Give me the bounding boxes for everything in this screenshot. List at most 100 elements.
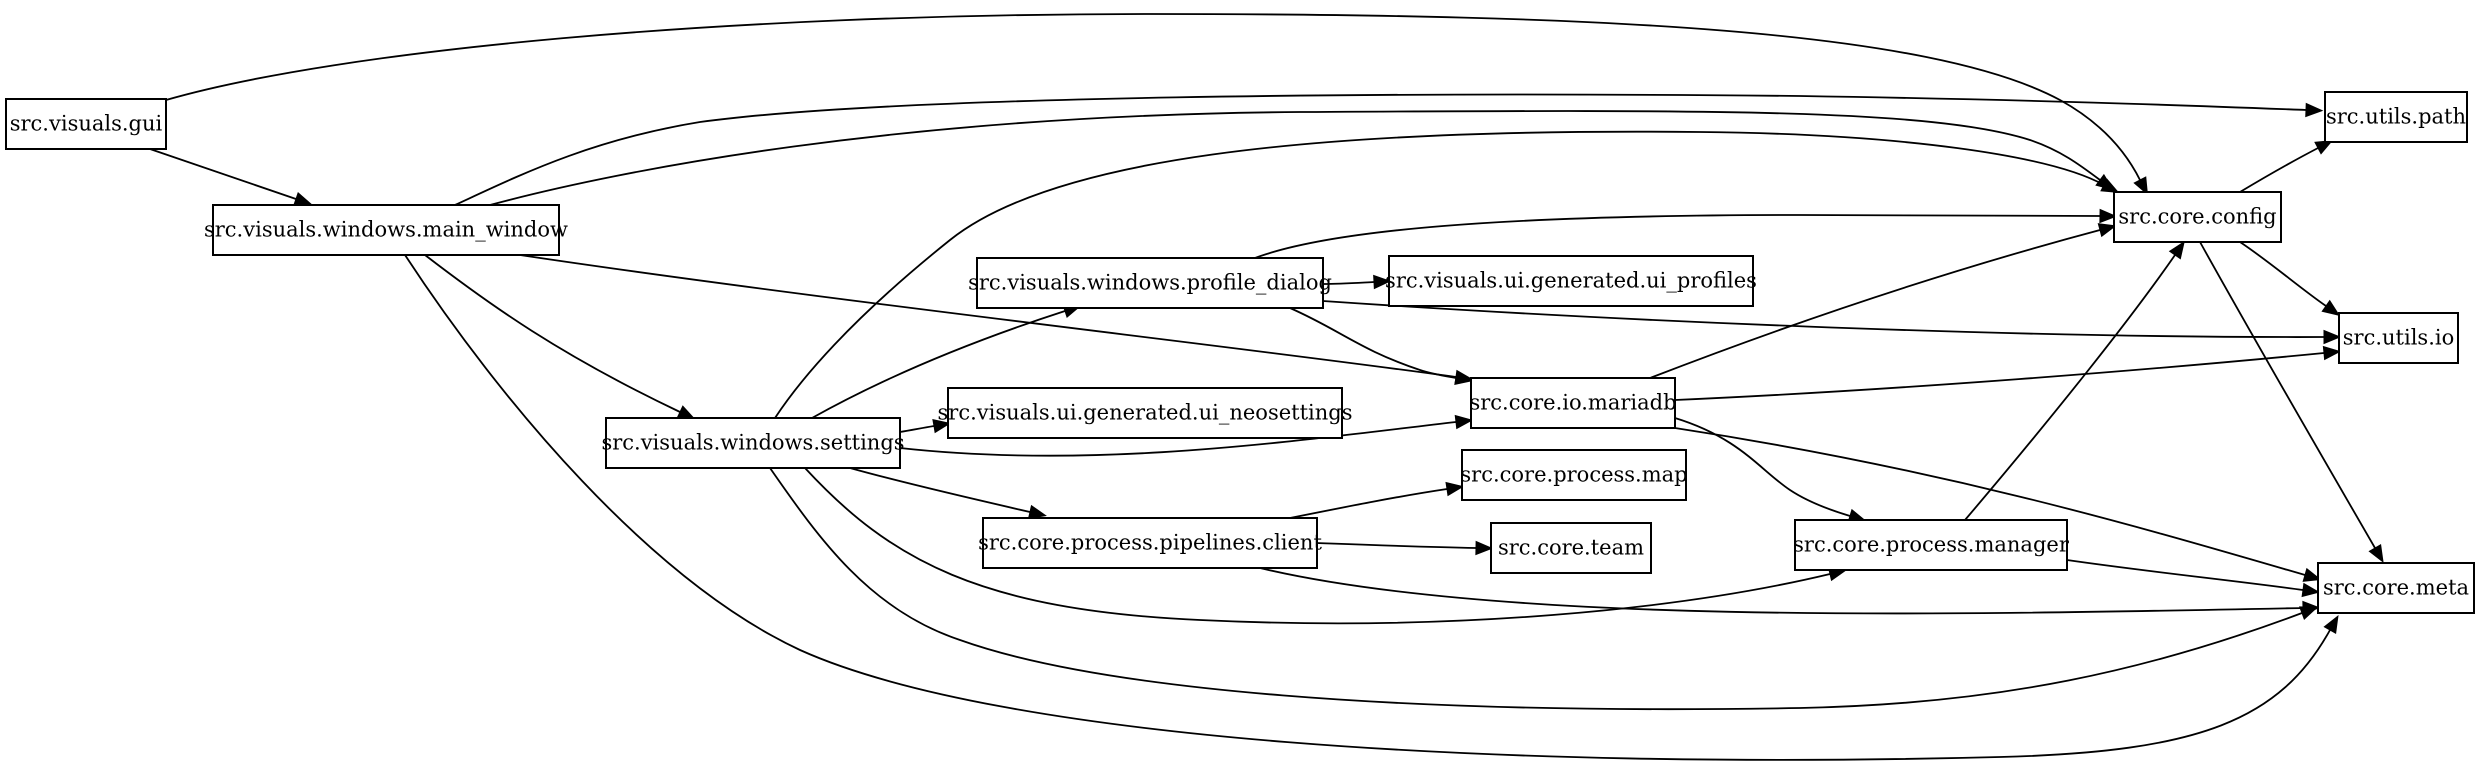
node-gui: src.visuals.gui — [5, 98, 167, 150]
edge-line — [165, 13, 2141, 181]
arrowhead-icon — [1445, 481, 1465, 497]
node-mariadb: src.core.io.mariadb — [1469, 377, 1677, 429]
edge-main_window-to-meta — [404, 254, 2339, 761]
node-label: src.core.io.mariadb — [1469, 391, 1676, 415]
arrowhead-icon — [2305, 102, 2324, 118]
edge-gui-to-config — [165, 13, 2149, 196]
arrowhead-icon — [2302, 567, 2322, 582]
node-box — [1470, 377, 1676, 429]
edge-main_window-to-utils_path — [454, 93, 2324, 206]
arrowhead-icon — [2321, 299, 2341, 316]
node-pipelines-client: src.core.process.pipelines.client — [978, 517, 1322, 569]
node-label: src.visuals.ui.generated.ui_profiles — [1385, 269, 1757, 293]
edge-profile_dialog-to-mariadb — [1289, 307, 1474, 386]
edge-line — [849, 467, 1031, 513]
node-team: src.core.team — [1490, 522, 1652, 574]
edge-line — [404, 254, 2331, 761]
arrowhead-icon — [2099, 208, 2118, 224]
edge-pipelines_client-to-team — [1316, 540, 1494, 556]
edge-line — [1289, 307, 1457, 379]
node-box — [947, 387, 1343, 439]
edge-gui-to-main_window — [149, 148, 313, 206]
arrowhead-icon — [2322, 345, 2342, 361]
edge-line — [1322, 300, 2325, 338]
edge-line — [1674, 417, 1851, 517]
edge-mariadb-to-config — [1649, 223, 2117, 379]
arrowhead-icon — [2323, 614, 2339, 635]
edge-settings-to-process_manager — [804, 467, 1847, 625]
node-box — [1490, 522, 1652, 574]
edge-settings-to-mariadb — [899, 414, 1474, 457]
edge-line — [2239, 147, 2319, 193]
node-meta: src.core.meta — [2317, 562, 2475, 614]
edge-line — [1649, 229, 2101, 379]
edge-process_manager-to-config — [1964, 240, 2185, 521]
arrowhead-icon — [1454, 414, 1474, 430]
edge-settings-to-pipelines_client — [849, 467, 1047, 519]
edge-main_window-to-config — [489, 110, 2114, 206]
node-box — [212, 204, 560, 256]
node-label: src.core.meta — [2323, 576, 2469, 600]
arrowhead-icon — [2168, 240, 2185, 260]
node-box — [605, 417, 901, 469]
node-label: src.visuals.windows.profile_dialog — [968, 271, 1332, 295]
node-process-manager: src.core.process.manager — [1793, 519, 2070, 571]
node-label: src.core.config — [2118, 205, 2276, 229]
edge-line — [774, 130, 2105, 419]
edges-layer — [149, 13, 2384, 761]
edge-line — [1674, 427, 2306, 576]
node-box — [1461, 449, 1687, 501]
node-box — [2324, 91, 2468, 143]
edge-settings-to-meta — [769, 467, 2319, 711]
edge-line — [1289, 488, 1448, 519]
node-box — [2317, 562, 2475, 614]
arrowhead-icon — [2368, 543, 2384, 564]
node-box — [982, 517, 1318, 569]
node-profile-dialog: src.visuals.windows.profile_dialog — [968, 257, 1332, 309]
node-main-window: src.visuals.windows.main_window — [204, 204, 568, 256]
edge-profile_dialog-to-config — [1254, 208, 2118, 259]
arrowhead-icon — [2323, 329, 2342, 345]
node-box — [2113, 191, 2282, 243]
arrowhead-icon — [1454, 370, 1474, 386]
node-label: src.core.process.manager — [1793, 533, 2070, 557]
edge-line — [1322, 281, 1375, 285]
node-box — [2338, 312, 2459, 364]
edge-line — [519, 254, 1457, 378]
edge-line — [454, 93, 2307, 206]
edge-line — [804, 467, 1831, 625]
arrowhead-icon — [2100, 178, 2120, 194]
node-utils-path: src.utils.path — [2324, 91, 2468, 143]
edge-line — [1259, 567, 2304, 615]
edge-line — [2239, 241, 2327, 307]
node-box — [1388, 255, 1754, 307]
edge-pipelines_client-to-process_map — [1289, 481, 1465, 519]
edge-settings-to-ui_neosettings — [899, 418, 952, 434]
edge-line — [1254, 214, 2101, 259]
edge-settings-to-config — [774, 130, 2120, 419]
edge-mariadb-to-utils_io — [1674, 345, 2342, 401]
edge-main_window-to-settings — [424, 254, 696, 420]
edge-profile_dialog-to-utils_io — [1322, 300, 2342, 345]
arrowhead-icon — [1027, 504, 1047, 519]
edge-line — [149, 148, 297, 200]
arrowhead-icon — [2301, 582, 2321, 598]
nodes-layer: src.visuals.gui src.visuals.windows.main_… — [5, 91, 2475, 614]
edge-line — [489, 110, 2101, 206]
node-config: src.core.config — [2113, 191, 2282, 243]
edge-line — [1964, 254, 2176, 521]
node-label: src.utils.path — [2326, 105, 2466, 129]
node-box — [5, 98, 167, 150]
node-label: src.core.process.map — [1460, 463, 1687, 487]
edge-line — [811, 310, 1066, 419]
node-ui-neosettings: src.visuals.ui.generated.ui_neosettings — [938, 387, 1353, 439]
arrowhead-icon — [293, 191, 313, 206]
node-label: src.core.team — [1498, 536, 1644, 560]
edge-config-to-meta — [2199, 241, 2384, 564]
node-settings: src.visuals.windows.settings — [601, 417, 905, 469]
edge-mariadb-to-meta — [1674, 427, 2322, 582]
edge-mariadb-to-process_manager — [1674, 417, 1867, 523]
edge-line — [1674, 352, 2325, 401]
